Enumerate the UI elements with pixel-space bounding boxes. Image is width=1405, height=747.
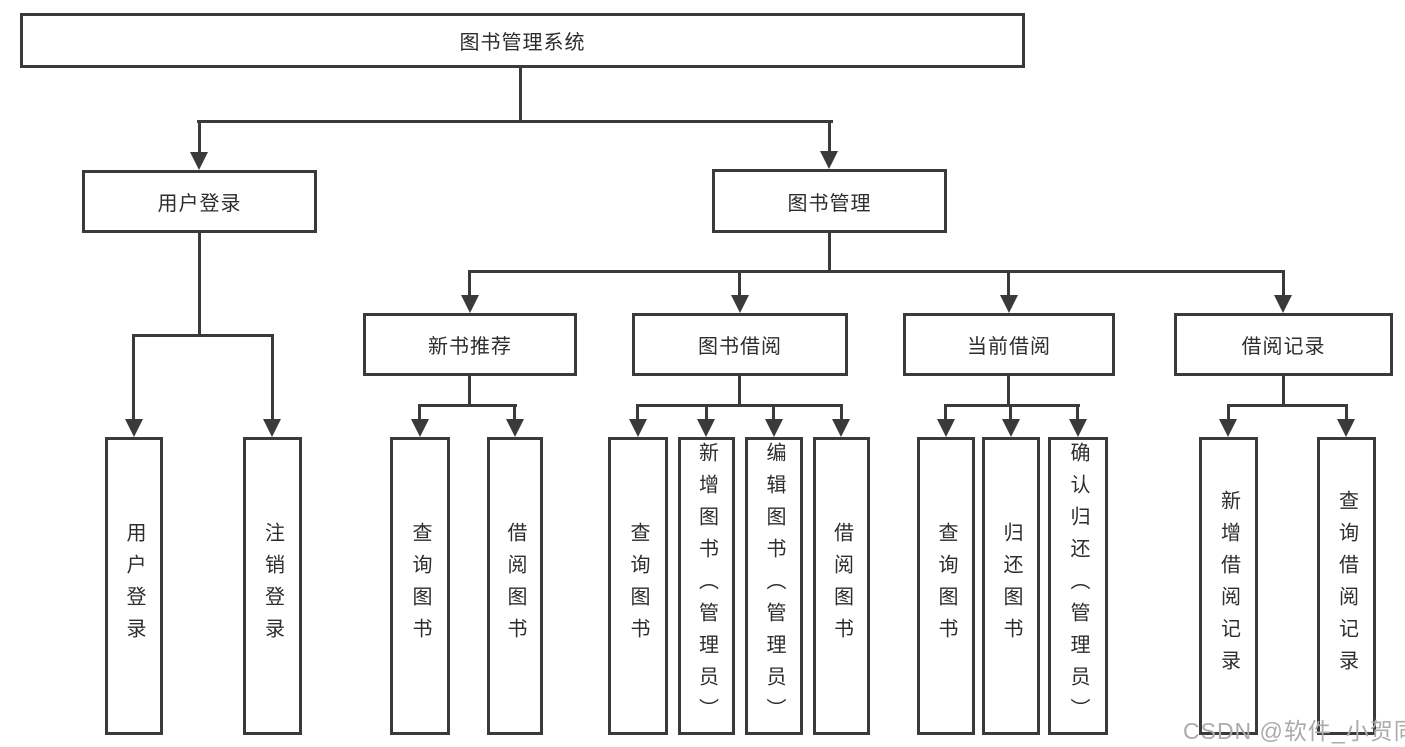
connector-borrow-records-horizontal (1227, 404, 1348, 407)
arrowhead-bb-query (629, 419, 647, 437)
connector-stub-nb-borrow (513, 404, 516, 421)
arrowhead-bb-edit (765, 419, 783, 437)
node-label: 图书管理 (787, 192, 872, 215)
arrowhead-cb-confirm (1069, 419, 1087, 437)
connector-stub-bb-borrow (840, 404, 843, 421)
connector-book-management-vertical (828, 233, 831, 273)
leaf-label: 借阅图书 (830, 522, 853, 650)
connector-stub-br-query (1345, 404, 1348, 421)
connector-stub-br-add (1227, 404, 1230, 421)
leaf-br-query-record: 查询借阅记录 (1317, 437, 1376, 735)
leaf-cb-return-books: 归还图书 (982, 437, 1040, 735)
connector-new-book-vertical (468, 376, 471, 407)
leaf-label: 查询图书 (409, 522, 431, 650)
leaf-bb-query-books: 查询图书 (608, 437, 668, 735)
leaf-label: 借阅图书 (504, 522, 526, 650)
leaf-bb-add-books-admin: 新增图书（管理员） (678, 437, 735, 735)
arrowhead-borrow-records (1274, 295, 1292, 313)
node-label: 图书管理系统 (459, 32, 586, 54)
leaf-label: 查询借阅记录 (1335, 490, 1358, 682)
leaf-logout: 注销登录 (243, 437, 302, 735)
connector-root-vertical (519, 68, 522, 123)
connector-stub-borrow-records (1282, 270, 1285, 297)
connector-stub-nb-query (418, 404, 421, 421)
node-new-book-recommend: 新书推荐 (363, 313, 577, 376)
leaf-nb-borrow-books: 借阅图书 (487, 437, 543, 735)
arrowhead-br-add (1219, 419, 1237, 437)
arrowhead-bb-borrow (832, 419, 850, 437)
arrowhead-logout (263, 419, 281, 437)
connector-stub-bb-query (636, 404, 639, 421)
node-label: 图书借阅 (698, 336, 782, 358)
leaf-label: 新增借阅记录 (1217, 490, 1240, 682)
leaf-label: 用户登录 (123, 522, 145, 650)
arrowhead-cb-return (1002, 419, 1020, 437)
node-borrow-records: 借阅记录 (1174, 313, 1393, 376)
leaf-nb-query-books: 查询图书 (390, 437, 450, 735)
connector-stub-bb-edit (772, 404, 775, 421)
connector-stub-bb-add (705, 404, 708, 421)
arrowhead-current-borrow (1000, 295, 1018, 313)
arrowhead-cb-query (937, 419, 955, 437)
node-book-borrowing: 图书借阅 (632, 313, 848, 376)
leaf-bb-borrow-books: 借阅图书 (813, 437, 870, 735)
connector-stub-user-login (198, 120, 201, 154)
node-current-borrowing: 当前借阅 (903, 313, 1115, 376)
connector-stub-cb-confirm (1076, 404, 1079, 421)
node-label: 用户登录 (157, 193, 242, 215)
leaf-label: 查询图书 (627, 522, 649, 650)
leaf-label: 编辑图书（管理员） (763, 442, 785, 730)
leaf-cb-confirm-return-admin: 确认归还（管理员） (1048, 437, 1108, 735)
leaf-label: 查询图书 (935, 522, 957, 650)
arrowhead-bb-add (697, 419, 715, 437)
connector-borrow-records-vertical (1282, 376, 1285, 407)
connector-stub-current-borrow (1007, 270, 1010, 297)
leaf-label: 新增图书（管理员） (695, 442, 718, 730)
leaf-label: 注销登录 (261, 522, 284, 650)
leaf-label: 确认归还（管理员） (1067, 442, 1089, 730)
leaf-user-login: 用户登录 (105, 437, 163, 735)
connector-new-book-horizontal (418, 404, 517, 407)
connector-level1-horizontal (197, 120, 833, 123)
arrowhead-book-management (820, 151, 838, 169)
arrowhead-new-book (461, 295, 479, 313)
connector-stub-book-management (828, 120, 831, 153)
connector-stub-login (132, 334, 135, 421)
connector-book-borrow-vertical (738, 376, 741, 407)
arrowhead-login (125, 419, 143, 437)
connector-stub-cb-query (944, 404, 947, 421)
arrowhead-br-query (1337, 419, 1355, 437)
connector-stub-book-borrow (738, 270, 741, 297)
leaf-bb-edit-books-admin: 编辑图书（管理员） (745, 437, 803, 735)
arrowhead-book-borrow (731, 295, 749, 313)
connector-user-login-horizontal (133, 334, 274, 337)
leaf-label: 归还图书 (1000, 522, 1022, 650)
arrowhead-nb-query (411, 419, 429, 437)
connector-stub-new-book (468, 270, 471, 297)
node-user-login: 用户登录 (82, 170, 317, 233)
connector-level3-horizontal (468, 270, 1285, 273)
leaf-br-add-record: 新增借阅记录 (1199, 437, 1258, 735)
connector-book-borrow-horizontal (636, 404, 843, 407)
node-book-management: 图书管理 (712, 169, 947, 233)
node-label: 借阅记录 (1241, 336, 1326, 358)
arrowhead-user-login (190, 152, 208, 170)
connector-current-borrow-vertical (1007, 376, 1010, 407)
node-label: 当前借阅 (967, 336, 1051, 358)
connector-stub-cb-return (1009, 404, 1012, 421)
connector-current-borrow-horizontal (944, 404, 1080, 407)
node-library-management-system: 图书管理系统 (20, 13, 1025, 68)
connector-user-login-vertical (198, 233, 201, 337)
node-label: 新书推荐 (428, 336, 512, 358)
arrowhead-nb-borrow (506, 419, 524, 437)
csdn-watermark: CSDN @软件_小贺同学 (1183, 718, 1405, 744)
connector-stub-logout (271, 334, 274, 421)
leaf-cb-query-books: 查询图书 (917, 437, 975, 735)
